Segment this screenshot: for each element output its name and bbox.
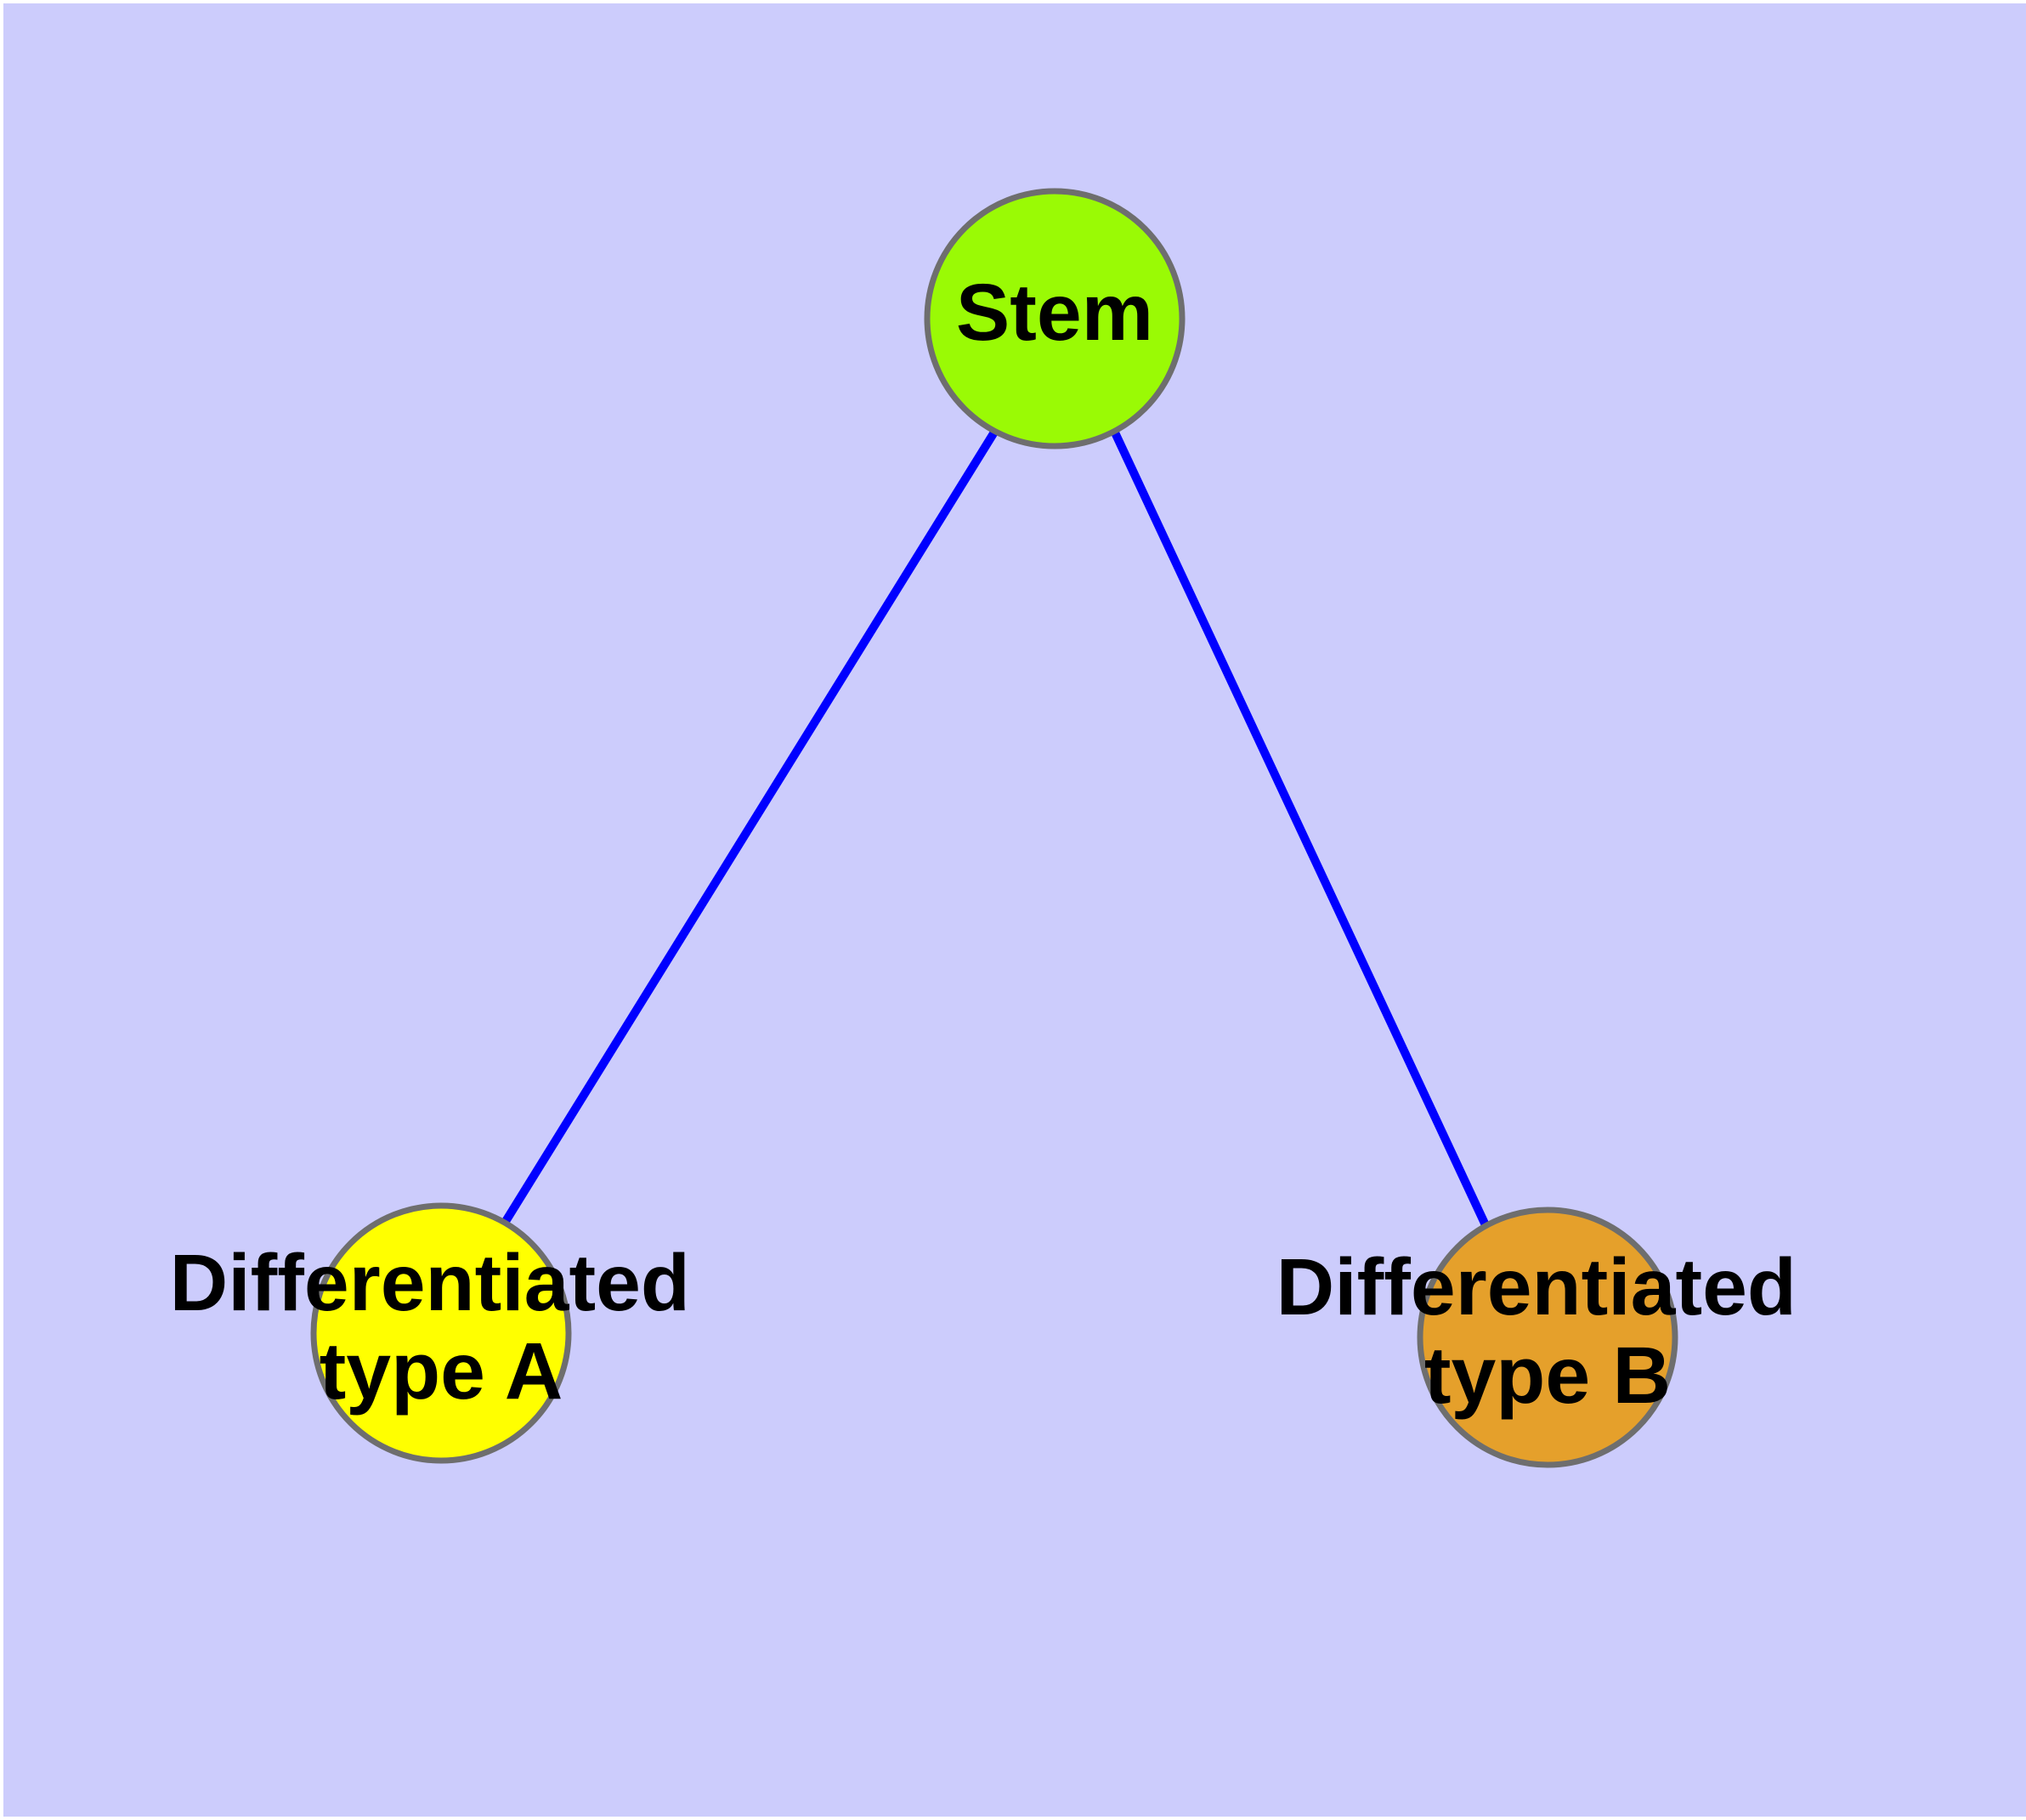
node-differentiated-type-b[interactable]: Differentiated type B xyxy=(1276,1207,1819,1468)
node-differentiated-type-a[interactable]: Differentiated type A xyxy=(170,1202,713,1464)
node-stem-label-line-1: Stem xyxy=(956,268,1153,358)
node-differentiated-type-b-label-line-1: Differentiated xyxy=(1276,1242,1797,1332)
node-differentiated-type-b-label: Differentiated type B xyxy=(1276,1242,1819,1421)
node-differentiated-type-b-label-line-2: type B xyxy=(1424,1331,1671,1421)
graph-svg: Stem Differentiated type A Differentiate… xyxy=(170,188,1819,1468)
node-differentiated-type-a-label: Differentiated type A xyxy=(170,1238,713,1416)
node-stem[interactable]: Stem xyxy=(924,188,1186,449)
node-differentiated-type-a-circle[interactable] xyxy=(310,1202,572,1464)
node-stem-circle[interactable] xyxy=(924,188,1186,449)
edge-layer xyxy=(501,428,1491,1229)
node-differentiated-type-a-label-line-2: type A xyxy=(320,1326,563,1416)
edge-stem-to-differentiated-type-a[interactable] xyxy=(501,428,999,1225)
edge-stem-to-differentiated-type-b[interactable] xyxy=(1110,428,1491,1229)
node-differentiated-type-a-label-line-1: Differentiated xyxy=(170,1238,690,1328)
node-differentiated-type-b-circle[interactable] xyxy=(1417,1207,1678,1468)
node-stem-label: Stem xyxy=(956,268,1153,358)
